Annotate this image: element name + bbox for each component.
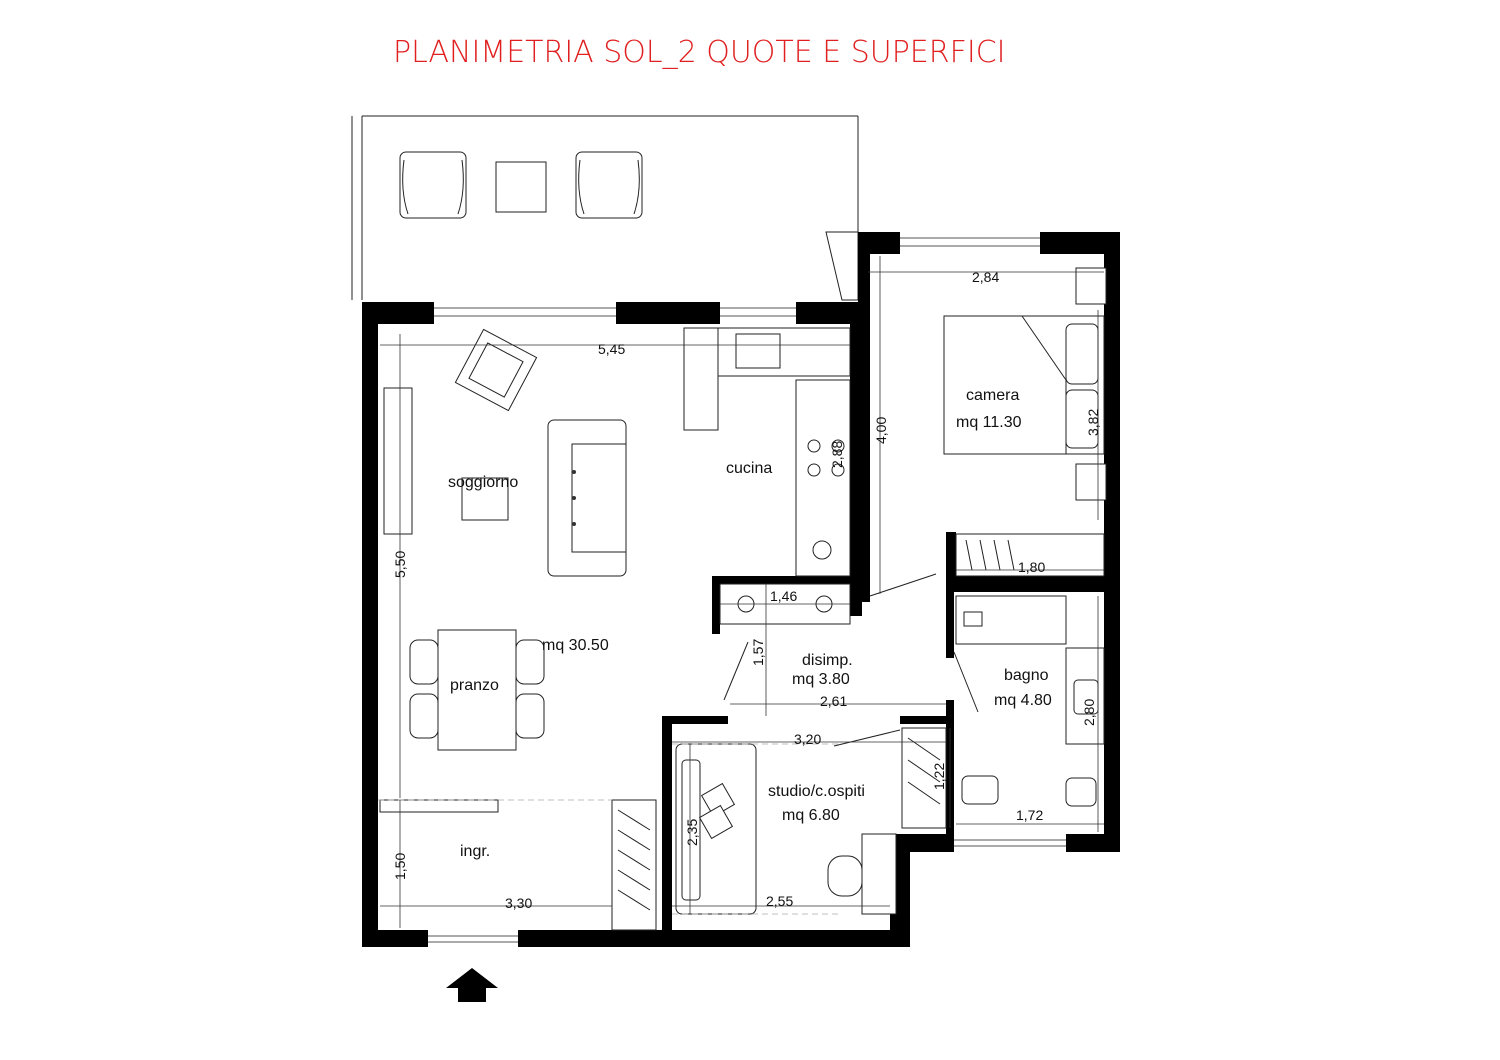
walls xyxy=(362,232,1120,947)
terrace-chair xyxy=(399,151,467,219)
dim-studio-wardrobe: 1,22 xyxy=(931,763,947,790)
dining-chair xyxy=(515,639,545,685)
tv-cabinet xyxy=(383,387,413,535)
dim-wardrobe: 1,80 xyxy=(1018,559,1045,575)
oven-icon xyxy=(812,540,832,560)
dim-hall-depth: 1,57 xyxy=(750,639,766,666)
toilet-icon xyxy=(1065,777,1097,807)
dim-living-width: 5,45 xyxy=(598,341,625,357)
entry-wardrobe xyxy=(611,799,657,931)
room-camera: camera xyxy=(966,387,1019,404)
shoe-rack xyxy=(379,799,499,813)
living-furniture xyxy=(379,328,657,931)
studio-furniture xyxy=(675,727,947,915)
plan-title: PLANIMETRIA SOL_2 QUOTE E SUPERFICI xyxy=(393,35,1006,70)
desk xyxy=(861,833,897,915)
living-door xyxy=(723,641,749,701)
sink-icon xyxy=(735,333,781,369)
dim-bedroom-depth: 4,00 xyxy=(873,417,889,444)
bagno-area: mq 4.80 xyxy=(994,692,1052,709)
pillow xyxy=(1065,323,1099,385)
dim-entry-depth: 1,50 xyxy=(392,853,408,880)
dining-chair xyxy=(409,639,439,685)
nightstand xyxy=(1075,463,1107,501)
dim-studio-inner: 2,55 xyxy=(766,893,793,909)
dim-studio-width: 3,20 xyxy=(794,731,821,747)
dim-kitchen-counter: 2,88 xyxy=(829,441,845,468)
desk-chair xyxy=(827,855,863,897)
bedroom-balcony xyxy=(825,231,859,301)
dim-bedroom-width: 2,84 xyxy=(972,269,999,285)
living-area: mq 30.50 xyxy=(542,637,609,654)
kitchen xyxy=(683,327,851,577)
dim-hall-width: 2,61 xyxy=(820,693,847,709)
terrace-chair xyxy=(575,151,643,219)
room-ingresso: ingr. xyxy=(460,843,490,860)
sofa xyxy=(547,419,627,577)
shower-controls-icon xyxy=(963,611,983,627)
dim-living-depth: 5,50 xyxy=(392,551,408,578)
armchair xyxy=(454,328,538,412)
dim-bed-side: 3,82 xyxy=(1085,409,1101,436)
bath-door xyxy=(953,651,979,713)
room-cucina: cucina xyxy=(726,460,772,477)
dim-storage-width: 1,46 xyxy=(770,588,797,604)
bidet-icon xyxy=(961,775,999,805)
hob-icon xyxy=(807,439,845,477)
studio-area: mq 6.80 xyxy=(782,807,840,824)
room-studio: studio/c.ospiti xyxy=(768,783,865,800)
terrace-table xyxy=(495,161,547,213)
dim-bath-width: 1,72 xyxy=(1016,807,1043,823)
cushion xyxy=(700,782,736,818)
entrance-arrow-icon xyxy=(446,968,498,1002)
coffee-table xyxy=(461,477,509,521)
camera-area: mq 11.30 xyxy=(956,414,1022,431)
studio-door xyxy=(833,729,901,747)
nightstand xyxy=(1075,267,1107,305)
terrace xyxy=(351,115,859,300)
room-soggiorno: soggiorno xyxy=(448,474,518,491)
cushion xyxy=(698,804,734,840)
kitchen-counter-side xyxy=(795,379,851,577)
room-disimpegno: disimp. xyxy=(802,652,853,669)
room-pranzo: pranzo xyxy=(450,677,499,694)
room-bagno: bagno xyxy=(1004,667,1049,684)
disimpegno-area: mq 3.80 xyxy=(792,671,850,688)
bedroom-furniture xyxy=(943,267,1107,577)
studio-wardrobe xyxy=(901,727,947,829)
dining-chair xyxy=(409,693,439,739)
kitchen-island xyxy=(683,327,719,431)
dining-table xyxy=(437,629,517,751)
dimension-lines xyxy=(380,256,1104,928)
bedroom-door xyxy=(869,573,937,597)
dim-bath-depth: 2,80 xyxy=(1081,699,1097,726)
dim-entry-width: 3,30 xyxy=(505,895,532,911)
dim-studio-depth: 2,35 xyxy=(684,819,700,846)
dining-chair xyxy=(515,693,545,739)
